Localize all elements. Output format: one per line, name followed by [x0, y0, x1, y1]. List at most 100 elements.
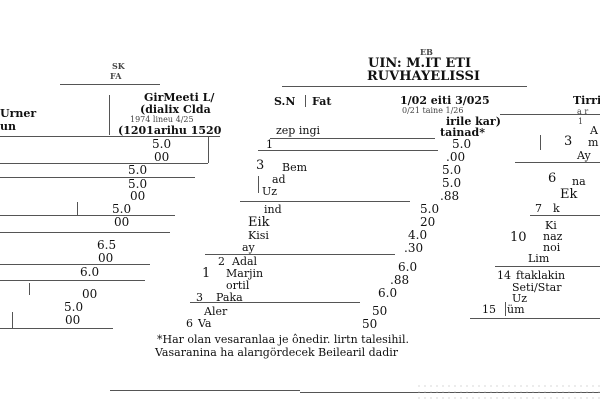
- row-label: Uz: [262, 185, 278, 198]
- right-label: Ek: [560, 187, 578, 202]
- rule: [0, 264, 150, 265]
- row-label: Marjin: [226, 267, 264, 280]
- right-number: 7: [535, 202, 542, 215]
- rule: [109, 95, 110, 135]
- value-cell: 5.0: [128, 177, 148, 191]
- right-label: Lim: [528, 252, 550, 265]
- row-label: Eik: [248, 215, 270, 230]
- header-date: 0/21 taine 1/26: [402, 106, 464, 115]
- value-cell: 6.0: [378, 286, 398, 300]
- right-number: 3: [564, 134, 573, 149]
- rule: [29, 283, 30, 295]
- row-number: 1: [202, 266, 211, 281]
- scan-noise: [416, 383, 600, 400]
- rule: [190, 302, 360, 303]
- value-cell: .88: [390, 273, 410, 287]
- row-number: 2: [218, 255, 225, 268]
- header-sn: S.N: [274, 95, 296, 108]
- value-cell: 50: [372, 304, 388, 318]
- header-cell: (dialix Clda: [140, 103, 211, 116]
- title-fragment: SK: [112, 61, 125, 71]
- rule: [240, 201, 410, 202]
- rule: [515, 162, 600, 163]
- rule: [208, 137, 209, 163]
- rule: [500, 114, 600, 115]
- row-label: ortil: [226, 279, 250, 292]
- value-cell: 00: [82, 287, 98, 301]
- header-cell: un: [0, 120, 16, 133]
- right-label: üm: [507, 303, 525, 316]
- row-label: Aler: [204, 305, 228, 318]
- header-cell: 1974 lineu 4/25: [130, 115, 194, 124]
- rule: [0, 163, 208, 164]
- right-label: k: [553, 202, 560, 215]
- header-cell: Urner: [0, 107, 37, 120]
- right-label: Ki: [545, 219, 557, 232]
- value-cell: 6.5: [97, 238, 117, 252]
- right-label: Uz: [512, 292, 528, 305]
- right-number: 15: [482, 303, 496, 316]
- rule: [540, 135, 541, 150]
- value-cell: .00: [446, 150, 466, 164]
- value-cell: 6.0: [398, 260, 418, 274]
- row-label: Kisi: [248, 229, 269, 242]
- header-cell: Fat: [312, 95, 332, 108]
- row-label: zep ingi: [276, 124, 321, 137]
- row-label: ad: [272, 173, 286, 186]
- row-number: 6: [186, 317, 193, 330]
- value-cell: .30: [404, 241, 424, 255]
- footnote: Vasaranina ha alarıgördecek Beilearil da…: [155, 346, 399, 359]
- rule: [0, 177, 195, 178]
- right-label: noi: [543, 241, 561, 254]
- value-cell: 5.0: [128, 163, 148, 177]
- rule: [0, 232, 170, 233]
- header-cell: irile kar): [446, 115, 501, 128]
- rule: [305, 95, 306, 107]
- row-number: 3: [256, 158, 265, 173]
- right-label: Ay: [577, 149, 591, 162]
- right-label: na: [572, 175, 586, 188]
- rule: [530, 215, 600, 216]
- value-cell: 5.0: [442, 176, 462, 190]
- row-number: 1: [266, 138, 273, 151]
- right-label: m: [588, 136, 599, 149]
- rule: [205, 254, 395, 255]
- right-number: 6: [548, 171, 557, 186]
- header-cell: Tirrif: [573, 94, 600, 107]
- value-cell: 00: [154, 150, 170, 164]
- value-cell: 5.0: [152, 137, 172, 151]
- rule: [270, 138, 435, 139]
- row-label: ind: [264, 203, 282, 216]
- rule: [495, 266, 600, 267]
- value-cell: 4.0: [408, 228, 428, 242]
- row-label: Paka: [216, 291, 243, 304]
- value-cell: 00: [130, 189, 146, 203]
- right-label: A: [590, 124, 598, 137]
- row-label: Adal: [232, 255, 258, 268]
- document-title: UIN: M.IT ETI: [368, 56, 472, 71]
- right-label: naz: [543, 230, 563, 243]
- value-cell: 5.0: [452, 137, 472, 151]
- value-cell: 00: [98, 251, 114, 265]
- header-date: 1/02 eiti 3/025: [400, 94, 490, 107]
- header-cell: a r: [577, 107, 589, 116]
- value-cell: 00: [65, 313, 81, 327]
- value-cell: .88: [440, 189, 460, 203]
- right-number: 1: [578, 117, 584, 126]
- rule: [0, 215, 175, 216]
- rule: [110, 390, 300, 391]
- right-number: 10: [510, 230, 527, 245]
- footnote: *Har olan vesaranlaa je ônedir. lirtn ta…: [157, 333, 409, 346]
- rule: [0, 328, 113, 329]
- rule: [258, 176, 259, 193]
- value-cell: 20: [420, 215, 436, 229]
- header-cell: (1201arihu 1520: [118, 124, 222, 137]
- row-label: Bem: [282, 161, 308, 174]
- right-number: 14: [497, 269, 511, 282]
- rule: [0, 280, 145, 281]
- title-fragment: FA: [110, 71, 122, 81]
- right-label: Seti/Star: [512, 281, 562, 294]
- row-label: ay: [242, 241, 255, 254]
- value-cell: 6.0: [80, 265, 100, 279]
- header-cell: tainad*: [440, 126, 485, 139]
